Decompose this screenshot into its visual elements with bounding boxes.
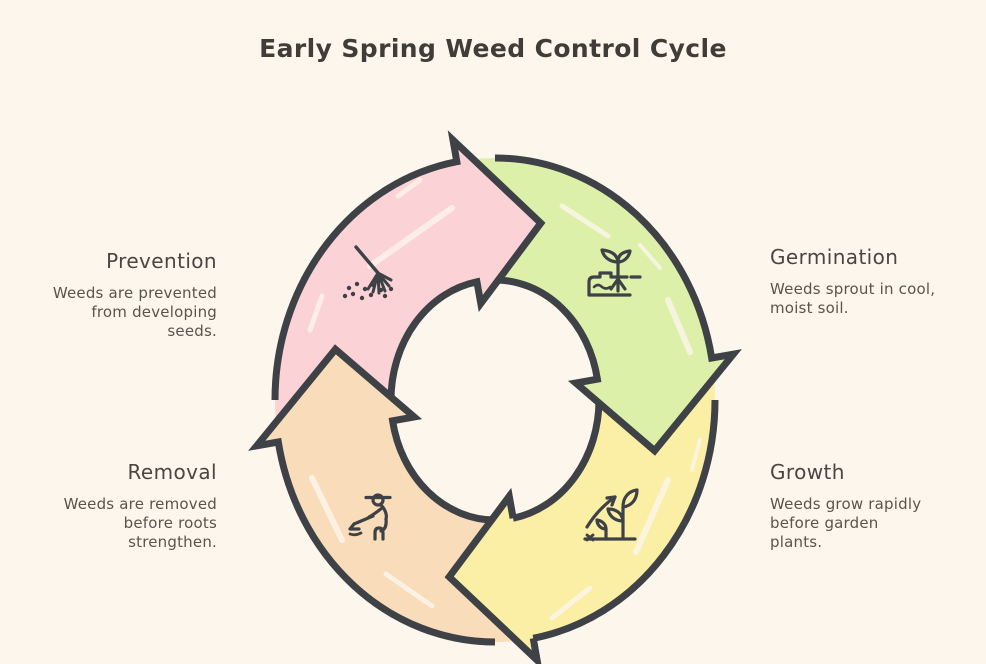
step-removal-description: Weeds are removed before roots strengthe… [63, 495, 217, 552]
page-title: Early Spring Weed Control Cycle [259, 34, 727, 63]
step-germination-description: Weeds sprout in cool, moist soil. [770, 280, 936, 318]
step-prevention: Prevention Weeds are prevented from deve… [47, 249, 217, 342]
step-removal: Removal Weeds are removed before roots s… [35, 460, 217, 553]
step-growth: Growth Weeds grow rapidly before garden … [770, 460, 935, 553]
step-prevention-description: Weeds are prevented from developing seed… [52, 284, 217, 341]
prevention-arrow-outline [271, 130, 546, 401]
step-removal-heading: Removal [127, 460, 217, 484]
removal-arrow-outline [248, 344, 496, 646]
growing-plant-arrow-icon [583, 488, 639, 542]
step-growth-heading: Growth [770, 460, 845, 484]
growth-arrowhead-overlay-outline [444, 487, 542, 664]
germination-arrow-outline [494, 154, 742, 456]
step-growth-description: Weeds grow rapidly before garden plants. [770, 495, 922, 552]
rake-sweeping-seeds-icon [342, 245, 394, 301]
growth-arrowhead-overlay-fill [449, 496, 537, 660]
seedling-in-soil-icon [587, 248, 642, 297]
growth-arrow-outline [444, 399, 719, 664]
person-pulling-weed-icon [348, 493, 392, 541]
step-germination: Germination Weeds sprout in cool, moist … [770, 245, 938, 318]
step-prevention-heading: Prevention [106, 249, 217, 273]
hand-drawn-texture [307, 177, 702, 621]
step-germination-heading: Germination [770, 245, 899, 269]
seed-dots [342, 281, 394, 301]
